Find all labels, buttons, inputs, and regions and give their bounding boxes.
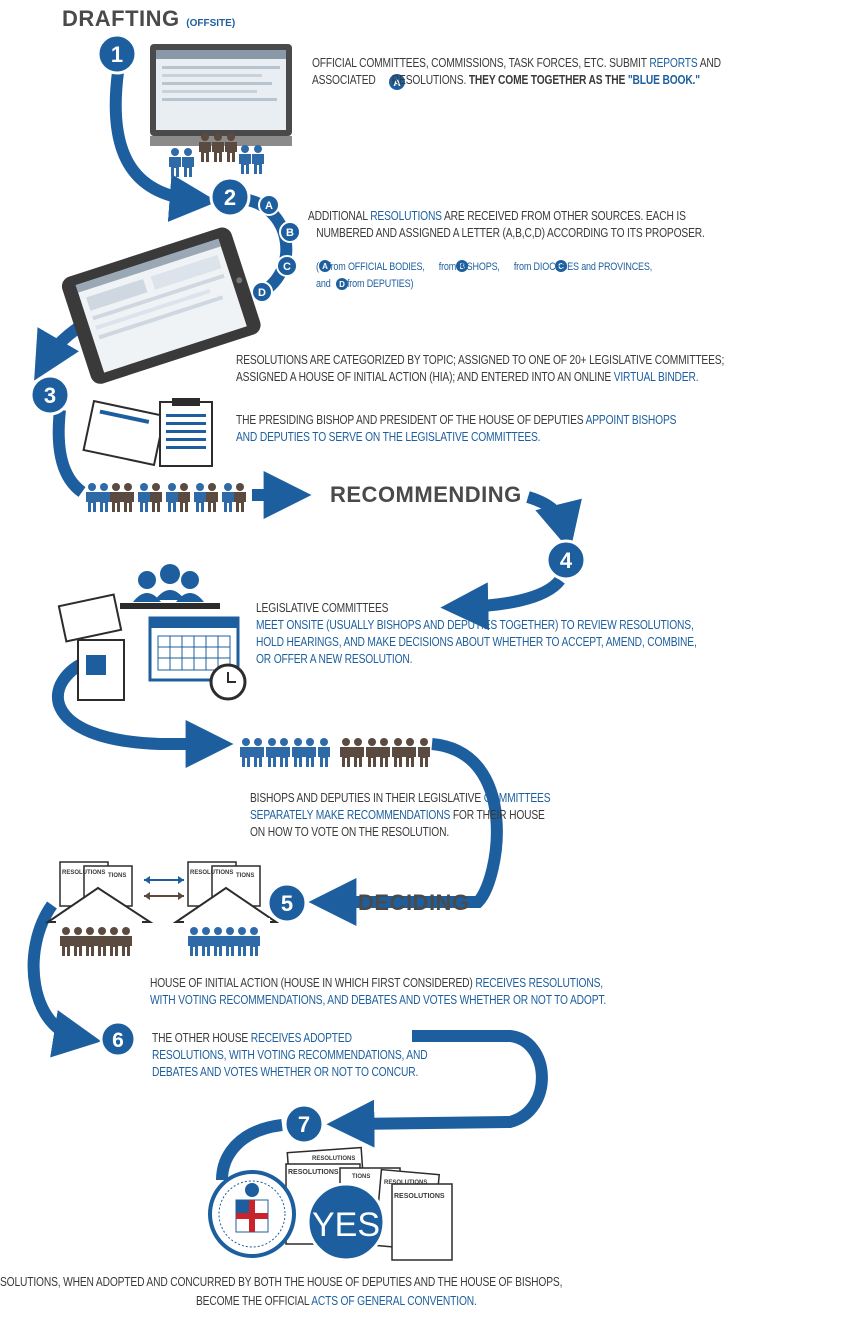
svg-text:D: D: [258, 287, 266, 299]
svg-text:2: 2: [224, 185, 236, 210]
svg-text:TIONS: TIONS: [236, 873, 254, 879]
letter-d-circle: D: [251, 281, 273, 303]
svg-text:4: 4: [560, 548, 573, 573]
inline-letter-a: A: [319, 260, 331, 272]
flow-arrow-committees-people: [52, 654, 234, 768]
svg-text:D: D: [339, 280, 345, 289]
step2-text: ADDITIONAL RESOLUTIONS ARE RECEIVED FROM…: [308, 209, 705, 240]
step-1-circle: 1: [96, 33, 138, 75]
svg-text:RESOLUTIONS: RESOLUTIONS: [288, 1169, 339, 1176]
yes-badge-icon: YES: [306, 1182, 386, 1262]
svg-text:C: C: [558, 262, 564, 271]
monitor-icon: [150, 44, 292, 146]
section-drafting-note: (OFFSITE): [186, 18, 236, 29]
final-text-line1: SOLUTIONS, WHEN ADOPTED AND CONCURRED BY…: [0, 1275, 563, 1289]
people-row-1: [86, 483, 246, 512]
tablet-icon: [61, 227, 261, 384]
flow-arrow-people-5: [308, 738, 503, 926]
step4-text: LEGISLATIVE COMMITTEES MEET ONSITE (USUA…: [256, 601, 697, 666]
step-6-circle: 6: [99, 1020, 137, 1058]
letter-b-circle: B: [279, 221, 301, 243]
step-2-circle: 2: [209, 176, 251, 218]
step-3-circle: 3: [29, 374, 71, 416]
binder-icon: [82, 398, 213, 467]
svg-text:RESOLUTIONS: RESOLUTIONS: [312, 1156, 355, 1162]
svg-text:6: 6: [112, 1029, 124, 1052]
svg-text:RESOLUTIONS: RESOLUTIONS: [394, 1193, 445, 1200]
flow-arrow-6-7: [326, 1030, 548, 1148]
inline-letter-d: D: [336, 278, 348, 290]
inline-letter-c: C: [555, 260, 567, 272]
final-text-line2: BECOME THE OFFICIAL ACTS OF GENERAL CONV…: [196, 1294, 477, 1308]
flow-arrow-houses-6: [27, 901, 102, 1058]
svg-text:5: 5: [281, 891, 293, 916]
flow-arrow-7-seal: [216, 1119, 283, 1181]
flow-arrow-rec-4: [526, 491, 582, 551]
svg-text:1: 1: [111, 42, 123, 67]
flow-arrow-3-people: [52, 409, 86, 497]
inline-letter-b: B: [456, 260, 468, 272]
svg-text:TIONS: TIONS: [352, 1174, 370, 1180]
svg-text:B: B: [459, 262, 465, 271]
house-of-bishops-icon: RESOLUTIONS TIONS: [44, 861, 154, 956]
step5-text: HOUSE OF INITIAL ACTION (HOUSE IN WHICH …: [150, 976, 607, 1007]
inline-letter-a-step1: A: [389, 74, 405, 90]
flow-arrow-4-committees: [440, 575, 565, 631]
svg-text:A: A: [393, 78, 400, 89]
section-deciding-title: DECIDING: [358, 890, 470, 915]
svg-text:C: C: [283, 261, 291, 273]
svg-text:RESOLUTIONS: RESOLUTIONS: [190, 870, 233, 876]
flow-arrow-1-2: [109, 71, 218, 222]
step-7-circle: 7: [283, 1103, 325, 1145]
svg-text:A: A: [322, 262, 328, 271]
svg-text:A: A: [265, 200, 273, 212]
step1-text: OFFICIAL COMMITTEES, COMMISSIONS, TASK F…: [312, 56, 721, 87]
svg-text:7: 7: [298, 1112, 310, 1137]
svg-text:RESOLUTIONS: RESOLUTIONS: [384, 1180, 427, 1186]
section-recommending-title: RECOMMENDING: [330, 482, 522, 507]
step3-text: RESOLUTIONS ARE CATEGORIZED BY TOPIC; AS…: [236, 353, 725, 384]
committee-meeting-icon: [57, 564, 247, 701]
general-convention-seal-icon: [208, 1170, 296, 1258]
step6-text: THE OTHER HOUSE RECEIVES ADOPTED RESOLUT…: [152, 1031, 428, 1079]
exchange-arrows-icon: [144, 876, 184, 900]
svg-text:B: B: [286, 227, 294, 239]
step3-appoint-text: THE PRESIDING BISHOP AND PRESIDENT OF TH…: [236, 413, 677, 444]
step-5-circle: 5: [266, 882, 308, 924]
letter-a-circle: A: [258, 194, 280, 216]
recommendation-text: BISHOPS AND DEPUTIES IN THEIR LEGISLATIV…: [250, 791, 551, 839]
svg-text:TIONS: TIONS: [108, 873, 126, 879]
people-row-2: [240, 738, 430, 767]
house-of-deputies-icon: RESOLUTIONS TIONS: [172, 861, 280, 956]
step2-letter-legend: ( from OFFICIAL BODIES, from BISHOPS, fr…: [316, 261, 653, 290]
svg-text:RESOLUTIONS: RESOLUTIONS: [62, 870, 105, 876]
letter-c-circle: C: [276, 255, 298, 277]
svg-text:YES: YES: [312, 1206, 380, 1244]
step-4-circle: 4: [545, 539, 587, 581]
svg-text:3: 3: [44, 383, 56, 408]
section-drafting-title: DRAFTING (OFFSITE): [62, 6, 236, 31]
